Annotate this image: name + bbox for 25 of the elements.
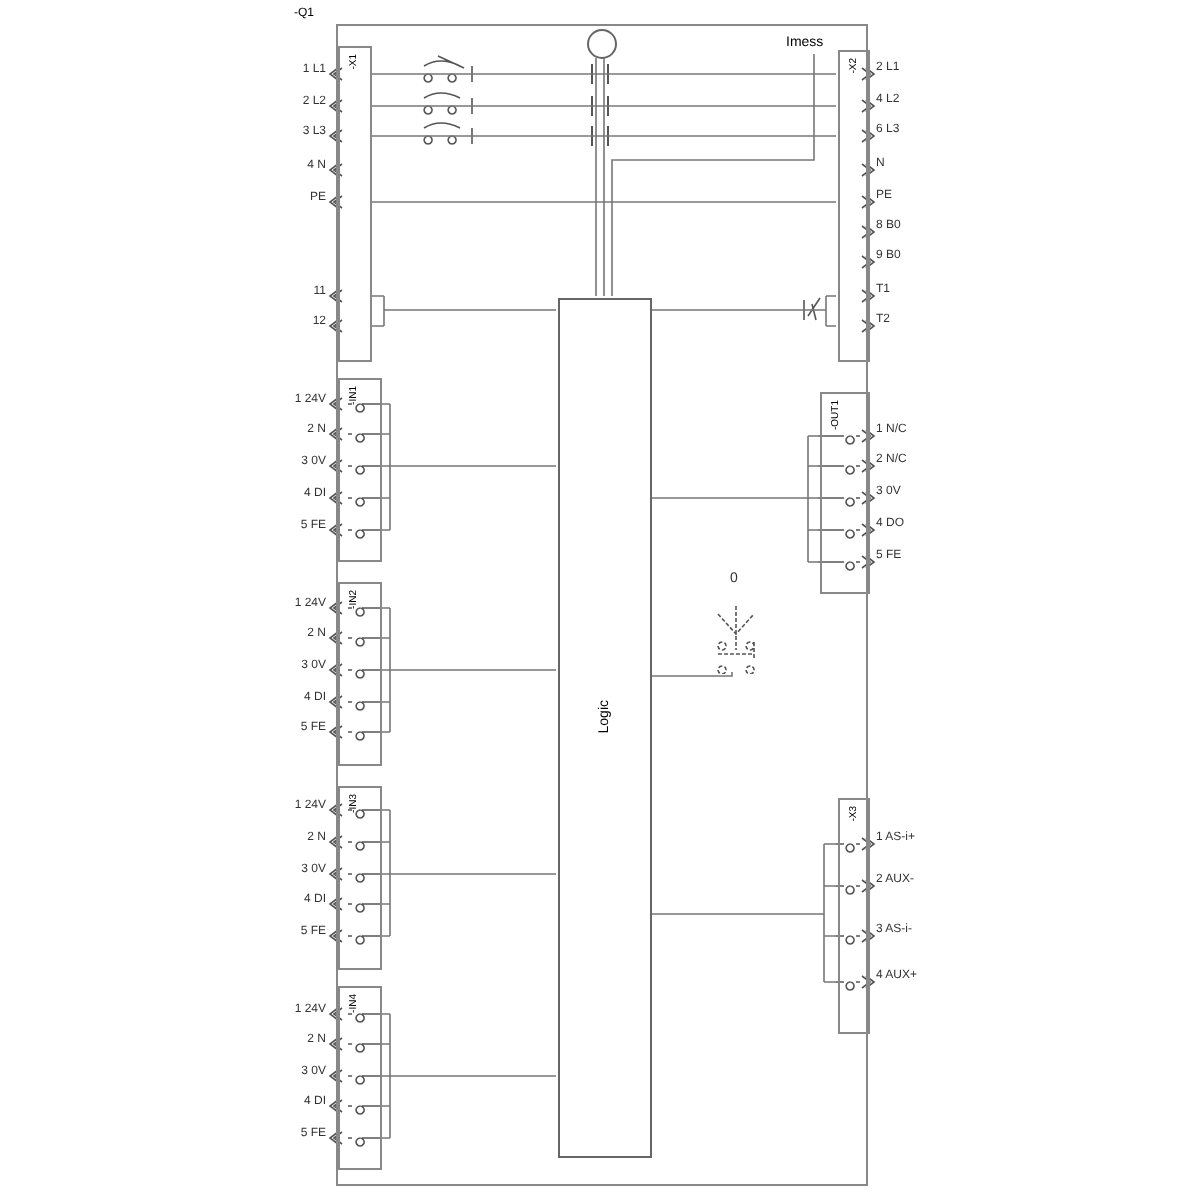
terminal-strip [338,582,382,766]
wire [369,201,837,203]
wire [379,1013,557,1139]
wire [379,809,557,937]
wire [611,53,815,297]
terminal-strip [338,46,372,362]
wire [369,135,837,137]
wire [595,57,605,297]
wire [379,607,557,733]
terminal-strip [338,986,382,1170]
wire [369,105,837,107]
terminal-strip [338,786,382,970]
terminal-strip [338,378,382,562]
wire [649,843,837,983]
wire [649,435,819,563]
wire [649,295,837,327]
wire [369,295,557,327]
motor-circle [586,28,618,60]
terminal-strip [838,798,870,1034]
wire [649,671,733,677]
wire [379,403,557,531]
logic-block [558,298,652,1158]
terminal-strip [838,50,870,362]
wire [369,73,837,75]
terminal-strip [820,392,870,594]
